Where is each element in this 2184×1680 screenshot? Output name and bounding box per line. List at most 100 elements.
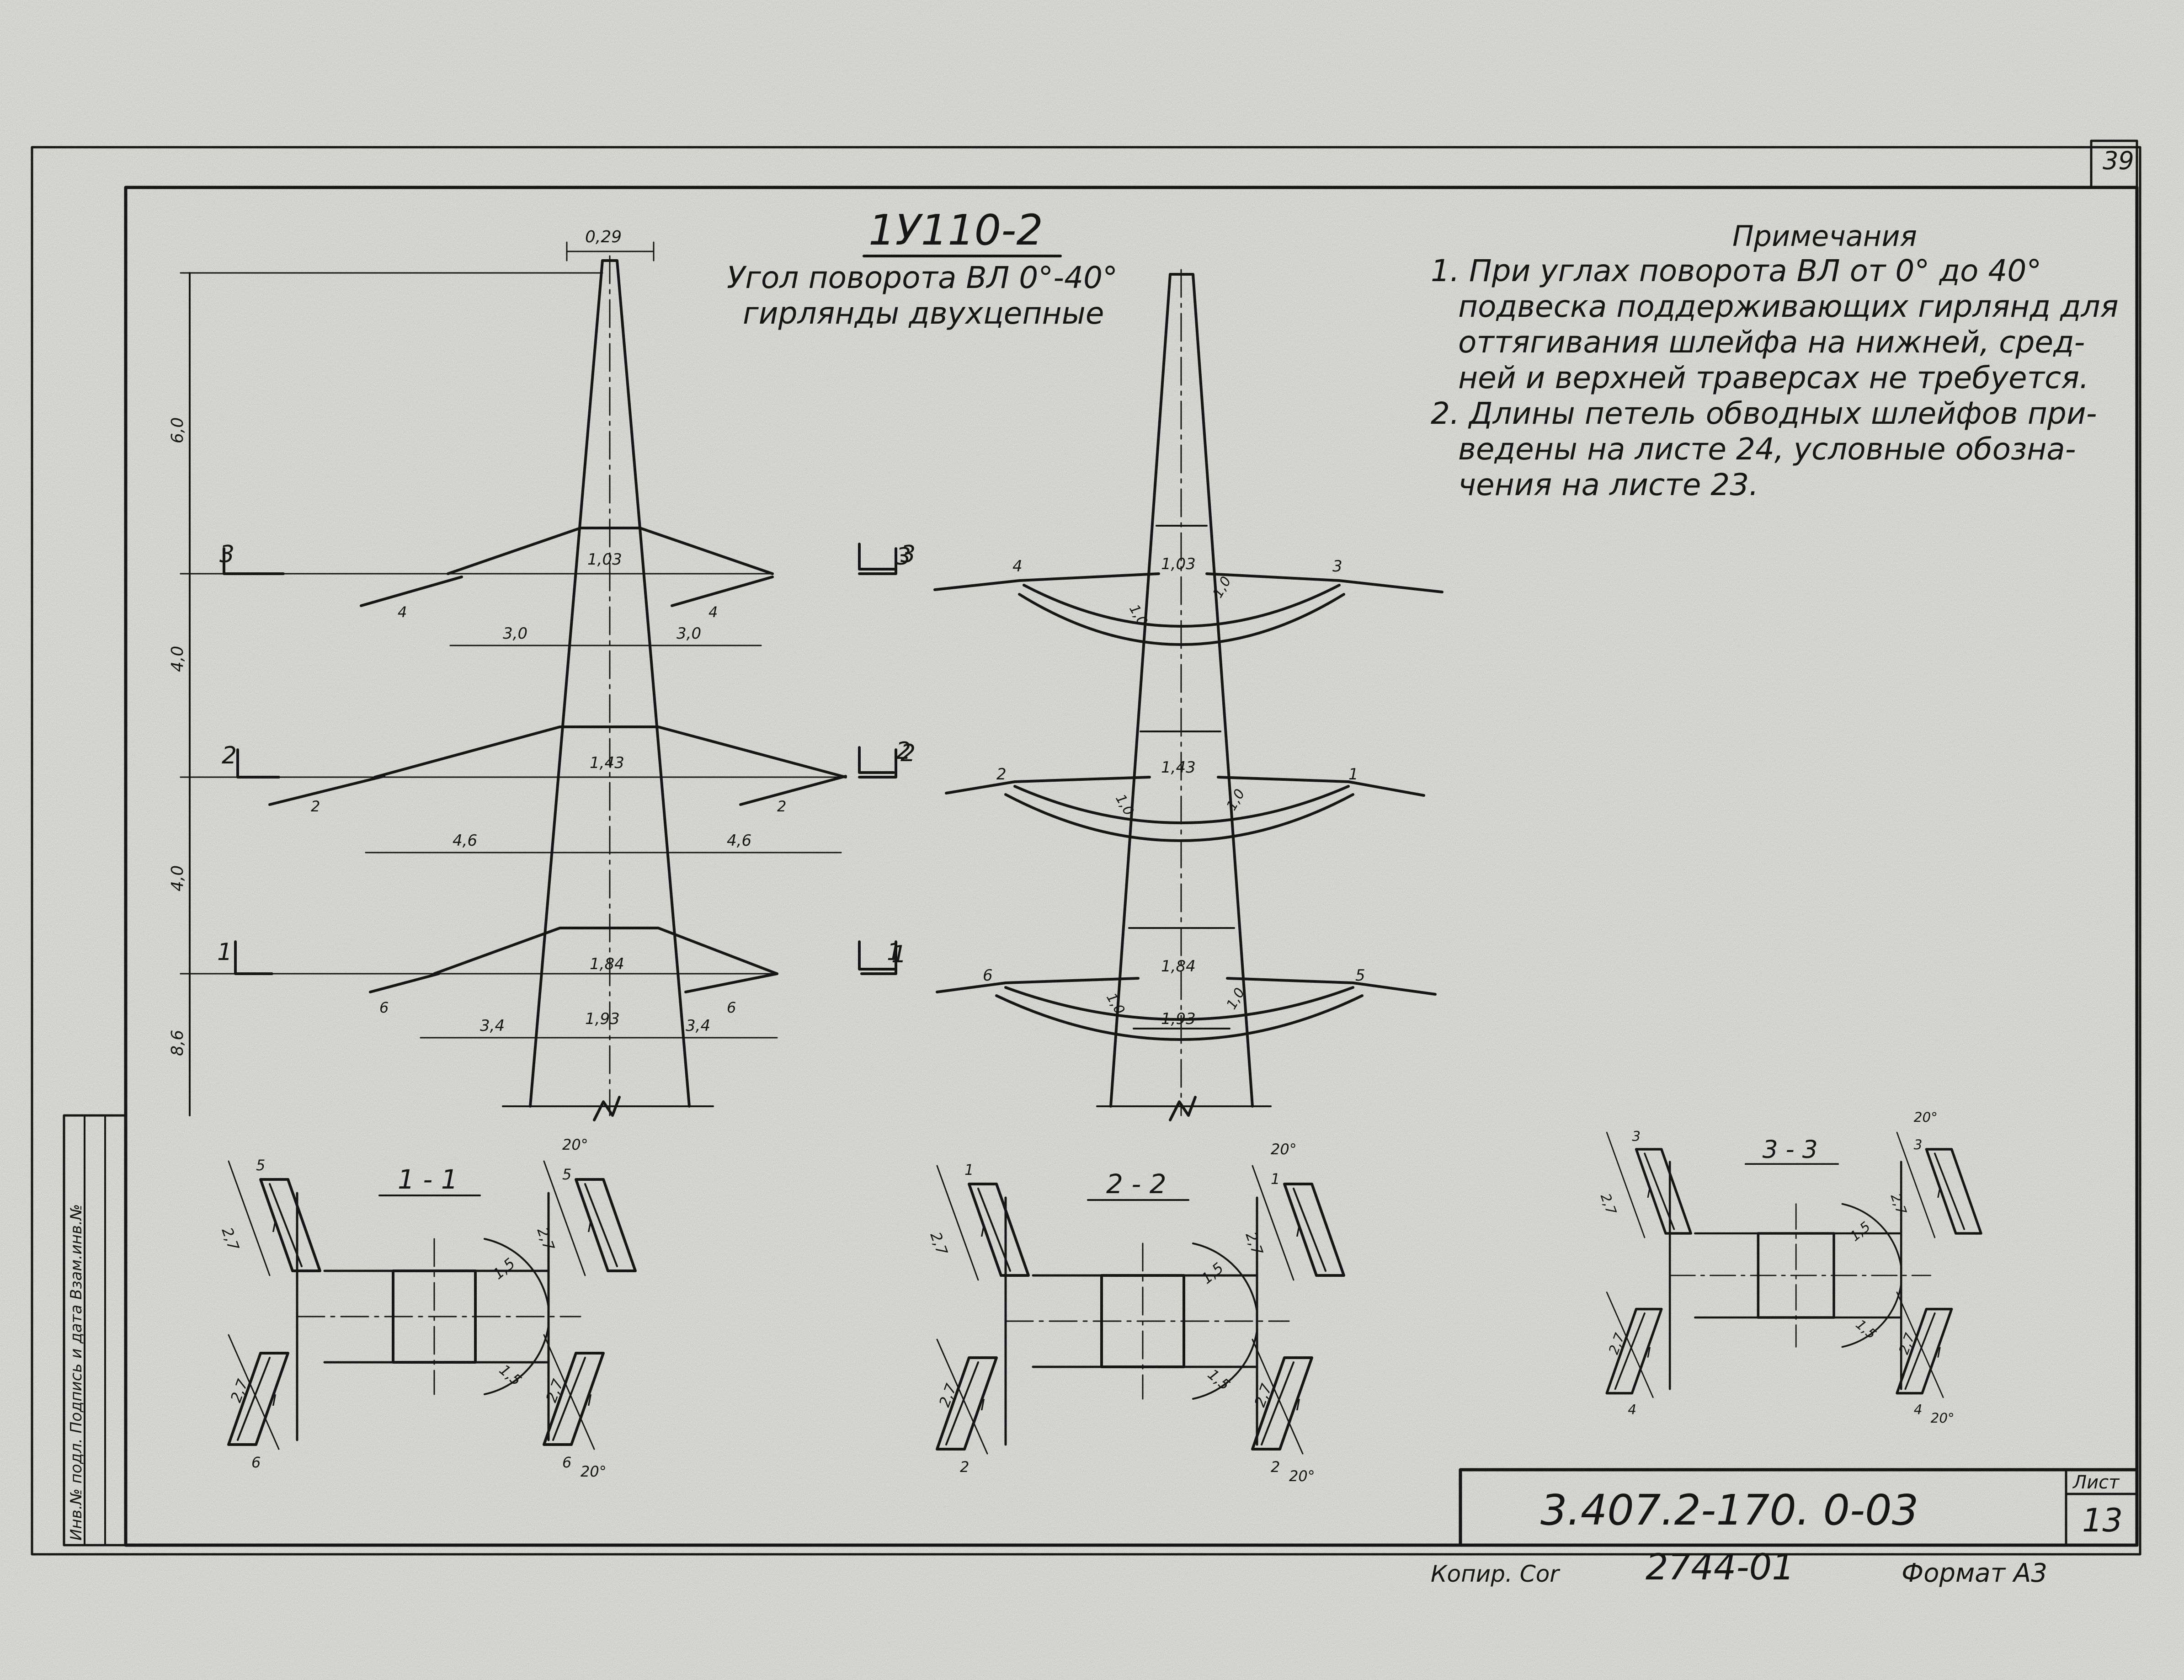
page-number: 39: [2103, 146, 2134, 175]
side-stamp-text: Инв.№ подл. Подпись и дата Взам.инв.№: [67, 1204, 85, 1541]
plan-line: [1841, 1283, 1902, 1348]
plan-phase-number: 2: [960, 1458, 969, 1476]
plan-line: [968, 1183, 1030, 1277]
tower-elevation: 0,29 6,0 4,0 4,0 8,6 3 3 1,03 3,0 3,0 4 …: [168, 228, 916, 1121]
plan-line: [1192, 1329, 1258, 1400]
plan-phase-number: 4: [1914, 1402, 1923, 1418]
plan-line: [1252, 1339, 1304, 1455]
plan-line: [1606, 1291, 1654, 1398]
plan-roman-label: I: [1296, 1396, 1300, 1414]
plan-roman-label: I: [1647, 1185, 1651, 1201]
section-mark: 3: [896, 543, 911, 571]
plan-angle-label: 20°: [1931, 1410, 1955, 1426]
stamp-sheet-number: 13: [2082, 1502, 2123, 1539]
section-mark: 3: [900, 541, 916, 568]
plan-line: [484, 1238, 549, 1308]
plan-line: [584, 1183, 618, 1267]
plan-line: [1251, 1356, 1313, 1451]
height-label: 4,0: [168, 865, 187, 891]
plan-angle-label: 20°: [562, 1136, 588, 1153]
phase-number: 1: [1348, 765, 1358, 784]
inner-frame: [124, 186, 2139, 1547]
plan-phase-number: 6: [251, 1454, 261, 1471]
plan-angle-label: 20°: [1271, 1141, 1297, 1158]
level-width-lower: 1,93: [1161, 1010, 1196, 1028]
plan-phase-number: 4: [1628, 1402, 1636, 1418]
notes-heading: Примечания: [1732, 219, 1917, 253]
plan-roman-label: I: [1647, 1344, 1651, 1361]
plan-angle-label: 20°: [1289, 1467, 1315, 1485]
level-width: 1,43: [1161, 758, 1196, 777]
plan-section-title: 3 - 3: [1763, 1135, 1818, 1163]
arm-length: 3,0: [503, 624, 527, 643]
top-width-label: 0,29: [585, 228, 622, 246]
level-width: 1,03: [587, 550, 622, 569]
footer: Копир. Сor 2744-01 Формат А3: [1431, 1547, 2047, 1588]
plan-line: [543, 1334, 595, 1450]
plan-line: [1261, 1361, 1294, 1445]
section-mark: 1: [217, 939, 232, 966]
footer-copied: Копир. Сor: [1431, 1561, 1561, 1587]
plan-line: [1841, 1203, 1902, 1268]
outer-frame: [31, 146, 2141, 1556]
plan-line: [227, 1352, 289, 1446]
plan-roman-label: I: [980, 1396, 985, 1414]
section-mark: 2: [900, 740, 916, 767]
plan-line: [1614, 1312, 1646, 1390]
plan-phase-number: 3: [1914, 1137, 1923, 1152]
arm-length: 4,6: [453, 832, 477, 850]
section-mark: 2: [222, 742, 237, 769]
plan-phase-number: 6: [562, 1454, 571, 1471]
plan-line: [1606, 1131, 1646, 1238]
height-label: 4,0: [168, 646, 187, 672]
plan-line: [1934, 1152, 1966, 1230]
note-line-4: ней и верхней траверсах не требуется.: [1458, 360, 2089, 395]
level-width: 1,43: [590, 754, 624, 772]
phase-number: 3: [1332, 557, 1342, 576]
plan-line: [575, 1178, 637, 1272]
note-line-2: подвеска поддерживающих гирлянд для: [1458, 289, 2119, 324]
plan-line: [1925, 1148, 1982, 1235]
title-line-2: гирлянды двухцепные: [743, 296, 1104, 331]
plan-line: [936, 1339, 988, 1455]
plan-roman-label: I: [980, 1222, 985, 1241]
plan-line: [228, 1334, 280, 1450]
stamp-doc-code: 3.407.2-170. 0-03: [1540, 1486, 1918, 1535]
plan-section-title: 2 - 2: [1106, 1168, 1167, 1200]
plan-line: [543, 1352, 605, 1446]
level-width: 1,84: [590, 955, 624, 973]
insulator-number: 4: [708, 603, 718, 621]
height-label: 6,0: [168, 417, 187, 443]
phase-number: 6: [983, 966, 993, 985]
plan-roman-label: I: [1296, 1222, 1300, 1241]
plan-line: [936, 1165, 979, 1281]
plan-line: [1644, 1152, 1675, 1230]
plan-line: [1896, 1291, 1944, 1398]
arm-length: 3,4: [686, 1017, 710, 1035]
level-width-lower: 1,93: [585, 1010, 620, 1028]
plan-angle-label: 20°: [581, 1463, 607, 1480]
plan-angle-label: 20°: [1914, 1109, 1938, 1125]
note-line-6: ведены на листе 24, условные обозна-: [1458, 432, 2076, 467]
phase-number: 2: [996, 765, 1007, 784]
insulator-number: 6: [379, 999, 389, 1016]
plan-roman-label: I: [1937, 1344, 1941, 1361]
plan-phase-number: 1: [964, 1161, 974, 1179]
plan-line: [543, 1160, 586, 1276]
plan-roman-label: I: [587, 1218, 592, 1236]
section-mark: 3: [219, 541, 234, 568]
arm-length: 3,4: [480, 1017, 505, 1035]
phase-number: 4: [1012, 557, 1023, 576]
plan-line: [484, 1325, 549, 1395]
height-label: 8,6: [168, 1030, 187, 1056]
plan-line: [237, 1357, 271, 1441]
plan-roman-label: I: [272, 1392, 277, 1410]
plan-section-title: 1 - 1: [398, 1164, 458, 1195]
main-stamp: 3.407.2-170. 0-03 Лист 13: [1459, 1468, 2139, 1547]
plan-phase-number: 2: [1271, 1458, 1280, 1476]
phase-number: 5: [1355, 966, 1365, 985]
section-mark: 1: [891, 941, 906, 968]
note-line-5: 2. Длины петель обводных шлейфов при-: [1431, 396, 2097, 431]
